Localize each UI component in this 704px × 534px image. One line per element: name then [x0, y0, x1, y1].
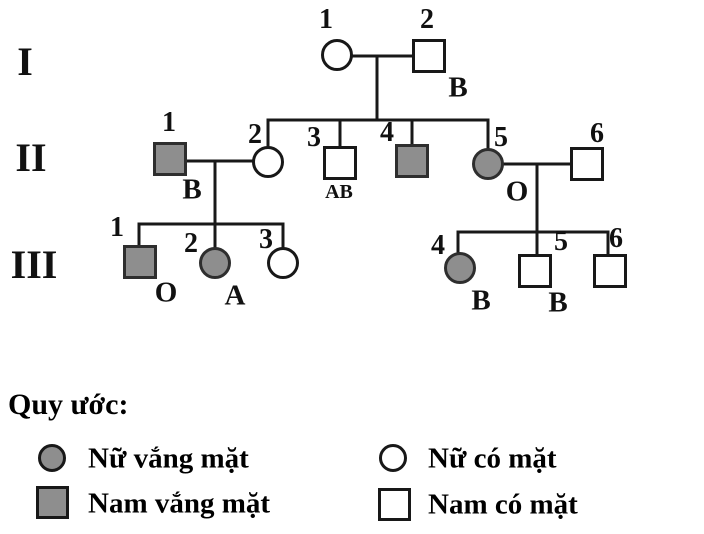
male-present-symbol-II-3 — [323, 146, 357, 180]
male-present-symbol-III-6 — [593, 254, 627, 288]
person-I-2-number: 2 — [420, 4, 434, 35]
female-absent-symbol-III-4 — [444, 252, 476, 284]
legend-item-male-absent: Nam vắng mặt — [88, 487, 271, 520]
male-absent-symbol-II-4 — [395, 144, 429, 178]
legend-item-female-absent: Nữ vắng mặt — [88, 442, 249, 475]
female-present-symbol-II-2 — [252, 146, 284, 178]
female-present-symbol-I-1 — [321, 39, 353, 71]
male-absent-symbol-II-1 — [153, 142, 187, 176]
legend-filled-circle-icon — [38, 444, 66, 472]
female-absent-symbol-II-5 — [472, 148, 504, 180]
person-II-4-number: 4 — [380, 117, 394, 148]
male-present-symbol-III-5 — [518, 254, 552, 288]
person-III-4-blood-type: B — [471, 284, 491, 317]
person-III-5-number: 5 — [554, 226, 568, 257]
person-III-3-number: 3 — [259, 224, 273, 255]
legend-empty-circle-icon — [379, 444, 407, 472]
legend-filled-square-icon — [36, 486, 69, 519]
generation-label-II: II — [15, 135, 47, 180]
legend-title: Quy ước: — [8, 388, 129, 421]
person-I-1-number: 1 — [319, 4, 333, 35]
male-present-symbol-I-2 — [412, 39, 446, 73]
generation-label-III: III — [10, 242, 58, 287]
female-present-symbol-III-3 — [267, 247, 299, 279]
person-III-1-blood-type: O — [154, 276, 178, 309]
male-absent-symbol-III-1 — [123, 245, 157, 279]
person-III-6-number: 6 — [609, 223, 623, 254]
legend-item-female-present: Nữ có mặt — [428, 442, 557, 475]
generation-label-I: I — [17, 39, 33, 84]
person-II-1-blood-type: B — [182, 173, 202, 206]
legend-empty-square-icon — [378, 488, 411, 521]
person-II-3-blood-type: AB — [325, 181, 353, 203]
person-II-6-number: 6 — [590, 118, 604, 149]
person-III-2-number: 2 — [184, 228, 198, 259]
person-II-3-number: 3 — [307, 122, 321, 153]
person-II-5-blood-type: O — [505, 175, 529, 208]
person-III-5-blood-type: B — [548, 286, 568, 319]
female-absent-symbol-III-2 — [199, 247, 231, 279]
person-I-2-blood-type: B — [448, 71, 468, 104]
person-III-1-number: 1 — [110, 212, 124, 243]
male-present-symbol-II-6 — [570, 147, 604, 181]
person-II-2-number: 2 — [248, 119, 262, 150]
legend-item-male-present: Nam có mặt — [428, 488, 578, 521]
person-III-2-blood-type: A — [224, 279, 246, 312]
person-III-4-number: 4 — [431, 230, 445, 261]
person-II-5-number: 5 — [494, 122, 508, 153]
person-II-1-number: 1 — [162, 107, 176, 138]
